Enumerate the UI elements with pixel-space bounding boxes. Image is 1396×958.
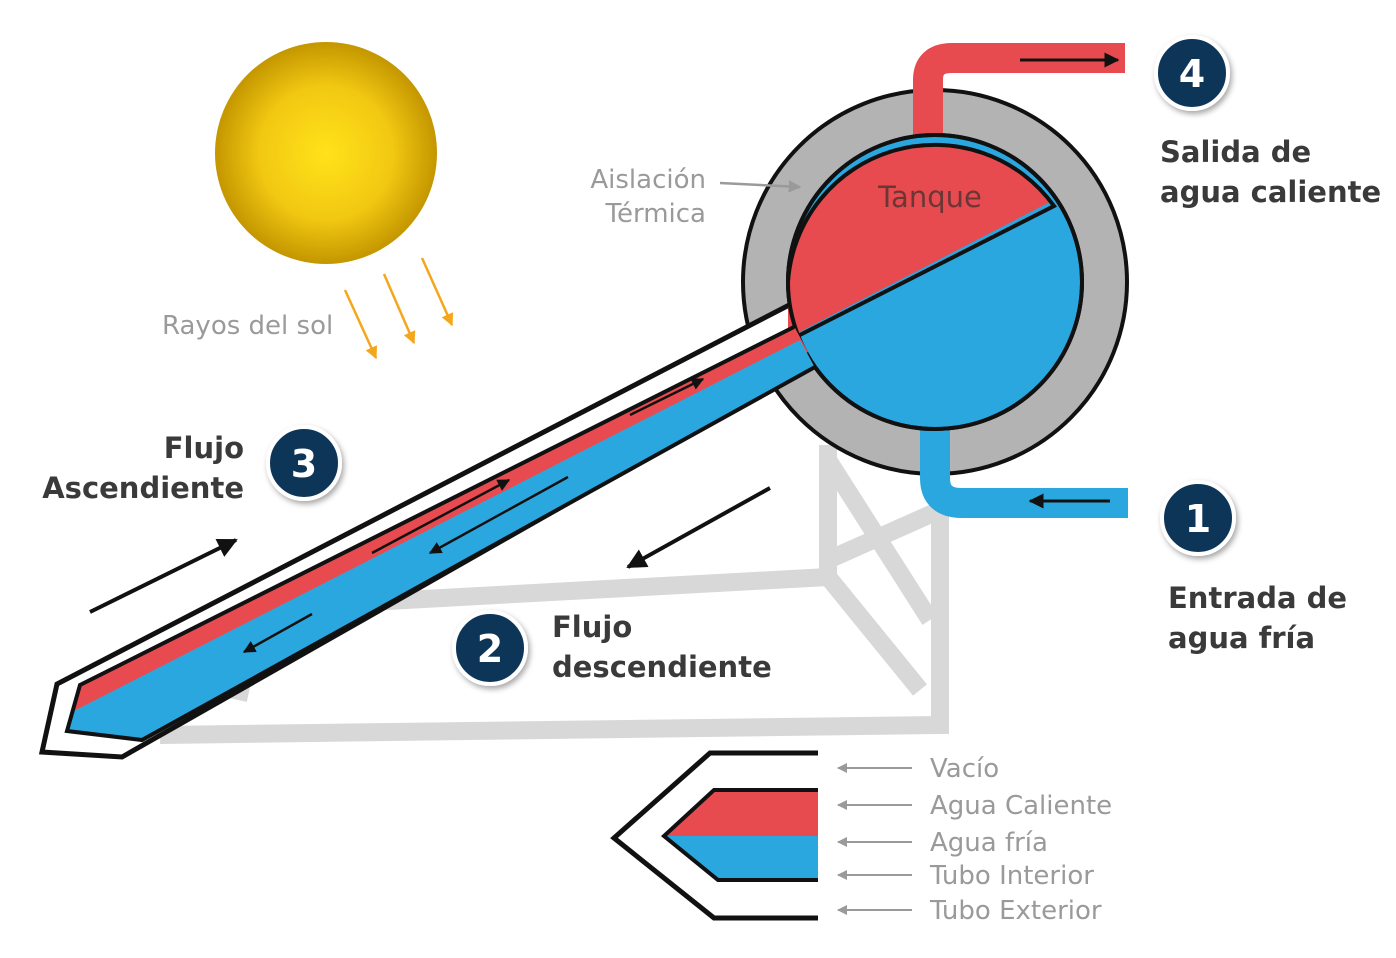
- inner-tube-outline: [64, 325, 816, 743]
- cold-in-label-2: agua fría: [1168, 621, 1315, 655]
- insulation-label-1: Aislación: [590, 165, 706, 195]
- legend-item-cold-water: Agua fría: [930, 828, 1048, 858]
- cold-in-label-1: Entrada de: [1168, 581, 1347, 615]
- insulation-pointer: [719, 180, 802, 193]
- svg-text:3: 3: [291, 442, 317, 486]
- down-flow-label-2: descendiente: [552, 650, 772, 684]
- badge-4: 4: [1154, 35, 1230, 111]
- hot-out-label-2: agua caliente: [1160, 175, 1381, 209]
- legend-item-hot-water: Agua Caliente: [930, 791, 1112, 821]
- hot-out-label-1: Salida de: [1160, 135, 1311, 169]
- svg-text:2: 2: [477, 627, 503, 671]
- legend-item-vacuum: Vacío: [930, 754, 999, 784]
- tank-label: Tanque: [877, 180, 982, 214]
- cold-inlet-pipe: [920, 410, 1128, 518]
- up-flow-label-2: Ascendiente: [42, 471, 244, 505]
- badge-3: 3: [266, 425, 342, 501]
- legend: Vacío Agua Caliente Agua fría Tubo Inter…: [837, 754, 1112, 926]
- svg-text:4: 4: [1179, 52, 1205, 96]
- hot-outlet-pipe: [913, 43, 1125, 140]
- down-flow-label-1: Flujo: [552, 610, 632, 644]
- legend-tube: [610, 750, 818, 921]
- sun-icon: [215, 42, 437, 264]
- sun-rays: [343, 257, 454, 360]
- sun-rays-label: Rayos del sol: [162, 311, 333, 341]
- inner-tube-cold: [68, 340, 814, 740]
- insulation-label-2: Térmica: [605, 199, 706, 229]
- outside-flow-arrows: [89, 52, 1120, 614]
- tube-flow-arrows: [242, 377, 705, 654]
- arrow-icon: [626, 486, 771, 569]
- badge-2: 2: [452, 610, 528, 686]
- up-flow-label-1: Flujo: [164, 431, 244, 465]
- inner-tube-hot: [74, 328, 808, 711]
- legend-item-inner-tube: Tubo Interior: [929, 861, 1094, 891]
- badge-1: 1: [1160, 480, 1236, 556]
- arrow-icon: [89, 538, 238, 614]
- tank-hot-cap: [786, 142, 1057, 342]
- tank-hot-half: [788, 146, 1050, 338]
- svg-text:1: 1: [1185, 497, 1211, 541]
- legend-item-outer-tube: Tubo Exterior: [929, 896, 1102, 926]
